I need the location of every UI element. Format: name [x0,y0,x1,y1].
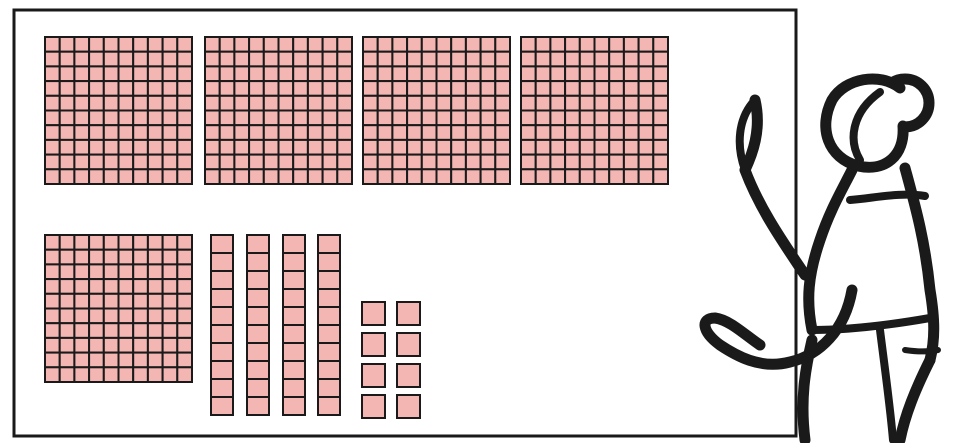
one-unit [397,364,420,387]
hundred-flat [363,37,510,184]
one-unit [362,302,385,325]
hundred-flat [45,37,192,184]
ten-rod [211,235,233,415]
hundred-flat [45,235,192,382]
one-unit [397,395,420,418]
one-unit [362,395,385,418]
ten-rod [283,235,305,415]
ten-rod [247,235,269,415]
one-unit [362,364,385,387]
one-unit [362,333,385,356]
hundred-flat [521,37,668,184]
one-unit [397,333,420,356]
ten-rod [318,235,340,415]
one-unit [397,302,420,325]
hundred-flat [205,37,352,184]
